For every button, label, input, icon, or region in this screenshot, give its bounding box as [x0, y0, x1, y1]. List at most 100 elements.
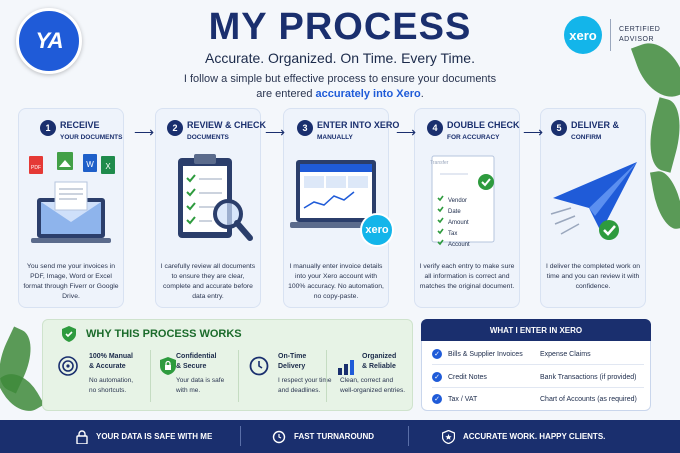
step-title: ENTER INTO XERO: [317, 120, 400, 130]
badge-line-2: ADVISOR: [619, 36, 655, 43]
why-title: WHY THIS PROCESS WORKS: [86, 328, 242, 340]
footer-item-fast: FAST TURNAROUND: [272, 420, 374, 453]
arrow-right-icon: ⟶: [265, 124, 286, 140]
divider: [326, 350, 327, 402]
page-subtitle: Accurate. Organized. On Time. Every Time…: [205, 50, 475, 66]
footer-label: FAST TURNAROUND: [294, 432, 374, 441]
svg-text:X: X: [105, 162, 111, 171]
step-description: I verify each entry to make sure all inf…: [419, 263, 515, 290]
why-item-desc: No automation,: [89, 377, 134, 384]
intro-text: I follow a simple but effective process …: [150, 72, 530, 102]
shield-check-icon: [62, 326, 76, 342]
step-description: I manually enter invoice details into yo…: [288, 263, 384, 300]
step-subtitle: MANUALLY: [317, 134, 353, 141]
entry-label: Tax / VAT: [448, 395, 478, 403]
why-item-organized: Organized & Reliable Clean, correct and …: [340, 352, 410, 396]
doc-header: Transfer: [430, 160, 449, 166]
row-divider: [432, 364, 644, 365]
badge-divider: [610, 19, 611, 51]
footer-label: YOUR DATA IS SAFE WITH ME: [96, 432, 213, 441]
why-item-title: On-Time: [278, 353, 307, 360]
why-item-on-time: On-Time Delivery I respect your time and…: [278, 352, 368, 396]
why-item-desc: Clean, correct and: [340, 377, 394, 384]
doc-item: Tax: [448, 231, 458, 237]
step-number: 1: [40, 120, 56, 136]
row-divider: [432, 387, 644, 388]
doc-item: Vendor: [448, 198, 468, 204]
step-title: REVIEW & CHECK: [187, 120, 267, 130]
arrow-right-icon: ⟶: [396, 124, 417, 140]
step-number: 4: [427, 120, 443, 136]
doc-checklist: Vendor Date Amount Tax Account: [448, 196, 470, 251]
step-subtitle: CONFIRM: [571, 134, 602, 141]
bar-chart-icon: [338, 360, 354, 375]
plant-leaf-decoration: [649, 168, 680, 232]
list-item: ✓ Tax / VAT Chart of Accounts (as requir…: [432, 394, 646, 404]
lock-icon: [160, 357, 176, 375]
paper-plane-icon: [550, 162, 637, 240]
why-item-desc: with me.: [176, 387, 201, 394]
svg-text:PDF: PDF: [31, 165, 41, 171]
plant-leaf-decoration: [641, 97, 680, 173]
why-item-desc: no shortcuts.: [89, 387, 127, 394]
entry-label: Expense Claims: [540, 350, 591, 358]
intro-line-1: I follow a simple but effective process …: [183, 73, 497, 85]
lock-icon: [76, 429, 88, 444]
step-header-5: 5 DELIVER &CONFIRM: [551, 120, 619, 142]
check-icon: ✓: [432, 349, 442, 359]
intro-highlight: accurately into Xero: [315, 88, 421, 100]
intro-end: .: [420, 88, 424, 100]
step-subtitle: FOR ACCURACY: [447, 134, 500, 141]
step-title: DOUBLE CHECK: [447, 120, 520, 130]
why-item-manual: 100% Manual & Accurate No automation, no…: [89, 352, 179, 396]
envelope-documents-icon: PDF W X: [29, 152, 115, 243]
why-item-title: Organized: [362, 353, 397, 360]
check-icon: ✓: [432, 372, 442, 382]
footer-item-safe: YOUR DATA IS SAFE WITH ME: [76, 420, 212, 453]
badge-text: CERTIFIED ADVISOR: [619, 25, 660, 45]
entry-label: Credit Notes: [448, 373, 487, 381]
shield-star-icon: [442, 429, 455, 444]
xero-entries-title: WHAT I ENTER IN XERO: [421, 319, 651, 341]
step-description: I carefully review all documents to ensu…: [160, 263, 256, 300]
footer-label: ACCURATE WORK. HAPPY CLIENTS.: [463, 432, 606, 441]
why-item-desc: I respect your time: [278, 377, 332, 384]
footer-divider: [240, 426, 241, 446]
entry-label: Chart of Accounts (as required): [540, 395, 637, 403]
doc-item: Account: [448, 242, 470, 248]
step-title: DELIVER &: [571, 120, 620, 130]
checklist-document-icon: [431, 155, 495, 246]
entry-label: Bank Transactions (if provided): [540, 373, 637, 381]
clipboard-magnifier-icon: [178, 154, 253, 241]
list-item: ✓ Credit Notes Bank Transactions (if pro…: [432, 372, 646, 382]
footer-item-accurate: ACCURATE WORK. HAPPY CLIENTS.: [442, 420, 605, 453]
intro-line-2: are entered: [256, 88, 316, 100]
entry-label: Bills & Supplier Invoices: [448, 350, 523, 358]
logo-text: YA: [35, 28, 64, 53]
why-item-title: Confidential: [176, 353, 217, 360]
step-number: 2: [167, 120, 183, 136]
page-title: MY PROCESS: [208, 6, 472, 48]
divider: [150, 350, 151, 402]
badge-line-1: CERTIFIED: [619, 26, 661, 33]
step-subtitle: YOUR DOCUMENTS: [60, 134, 123, 141]
check-icon: ✓: [432, 394, 442, 404]
step-number: 3: [297, 120, 313, 136]
xero-logo-icon: xero: [564, 16, 602, 54]
xero-logo-icon: xero: [360, 213, 394, 247]
why-item-confidential: Confidential & Secure Your data is safe …: [176, 352, 266, 396]
divider: [238, 350, 239, 402]
refresh-clock-icon: [272, 430, 286, 443]
brand-logo: YA: [16, 8, 82, 74]
step-subtitle: DOCUMENTS: [187, 134, 229, 141]
list-item: ✓ Bills & Supplier Invoices Expense Clai…: [432, 349, 646, 359]
step-description: I deliver the completed work on time and…: [545, 263, 641, 290]
step-header-3: 3 ENTER INTO XERO MANUALLY: [297, 120, 399, 142]
why-item-desc: and deadlines.: [278, 387, 321, 394]
step-header-2: 2 REVIEW & CHECK DOCUMENTS: [167, 120, 266, 142]
why-item-title: & Secure: [176, 363, 207, 370]
svg-text:W: W: [86, 160, 94, 169]
step-header-4: 4 DOUBLE CHECK FOR ACCURACY: [427, 120, 520, 142]
step-title: RECEIVE: [60, 120, 100, 130]
target-icon: [58, 356, 78, 376]
